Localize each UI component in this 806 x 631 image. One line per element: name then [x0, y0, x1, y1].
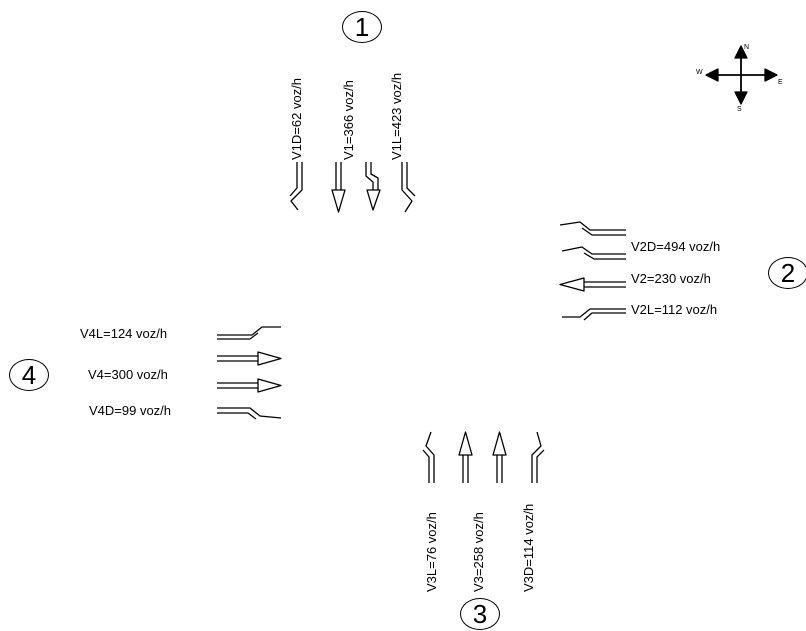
compass-north-label: N: [744, 44, 750, 51]
west-through-arrow-2: [217, 378, 282, 393]
west-right-turn-arrow: [217, 407, 282, 420]
north-right-turn-label: V1D=62 voz/h: [289, 77, 304, 160]
south-right-turn-arrow: [531, 431, 545, 483]
south-through-arrow-1: [458, 431, 473, 483]
south-left-turn-arrow: [422, 431, 435, 483]
compass-icon: [705, 45, 778, 105]
compass-east-label: E: [778, 79, 783, 86]
east-left-turn-label: V2L=112 voz/h: [631, 302, 718, 317]
approach-1-number: 1: [342, 11, 382, 43]
east-left-turn-arrow: [562, 308, 626, 321]
approach-4-number: 4: [9, 359, 49, 391]
north-through-label: V1=366 voz/h: [341, 80, 356, 160]
west-through-label: V4=300 voz/h: [88, 367, 168, 382]
east-through-arrow-1: [561, 246, 626, 260]
north-left-turn-arrow-2: [401, 162, 416, 213]
east-right-turn-label: V2D=494 voz/h: [631, 239, 721, 254]
north-left-turn-label: V1L=423 voz/h: [389, 72, 404, 160]
south-through-label: V3=258 voz/h: [471, 512, 486, 592]
north-right-turn-arrow: [289, 162, 303, 211]
south-through-arrow-2: [492, 431, 507, 483]
east-right-turn-arrow: [559, 221, 626, 236]
south-right-turn-label: V3D=114 voz/h: [521, 503, 536, 592]
west-right-turn-label: V4D=99 voz/h: [89, 403, 172, 418]
east-through-arrow: [559, 277, 626, 292]
south-left-turn-label: V3L=76 voz/h: [424, 512, 439, 592]
compass-west-label: W: [696, 69, 703, 76]
west-left-turn-arrow: [217, 326, 281, 340]
north-through-arrow: [331, 162, 346, 213]
east-through-label: V2=230 voz/h: [631, 271, 711, 286]
west-through-arrow-1: [217, 351, 282, 366]
west-left-turn-label: V4L=124 voz/h: [80, 326, 168, 341]
approach-3-number: 3: [460, 598, 500, 630]
north-left-turn-arrow: [365, 162, 381, 211]
compass-south-label: S: [737, 106, 742, 113]
approach-2-number: 2: [768, 257, 806, 289]
